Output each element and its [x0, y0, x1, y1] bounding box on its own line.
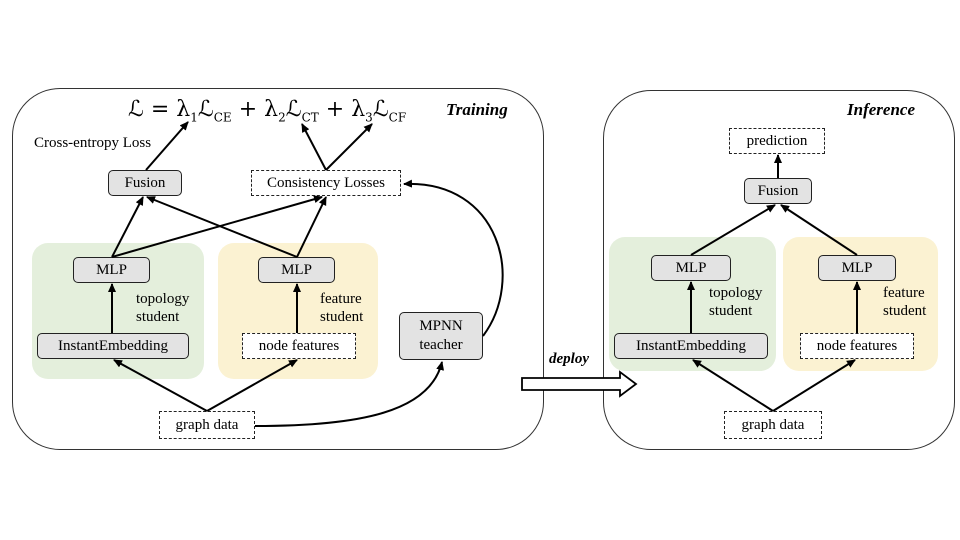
inference-topology-student-label: topology student [709, 285, 763, 319]
topo-mlp-to-fusion-arrow [111, 196, 144, 258]
consistency-to-ct-arrow [301, 123, 327, 171]
graph-to-nodefeat-arrow [206, 359, 298, 412]
graph-to-instant-arrow [113, 359, 208, 412]
training-feature-student-label: feature student [320, 291, 364, 325]
training-graph-data-box: graph data [159, 411, 255, 439]
training-loss-formula: ℒ = λ1ℒCE + λ2ℒCT + λ3ℒCF [128, 97, 407, 125]
inference-title: Inference [847, 100, 915, 119]
deploy-arrow [521, 370, 638, 398]
training-topology-mlp-box: MLP [73, 257, 150, 283]
inf-graph-to-instant-arrow [692, 359, 774, 412]
inference-instant-embedding-box: InstantEmbedding [614, 333, 768, 359]
inf-topo-mlp-to-fusion-arrow [690, 204, 776, 256]
training-topology-student-label: topology student [136, 291, 190, 325]
consistency-to-cf-arrow [325, 123, 373, 171]
inference-feature-student-label: feature student [883, 285, 927, 319]
topo-mlp-to-consistency-arrow [111, 195, 323, 258]
cross-entropy-loss-label: Cross-entropy Loss [34, 135, 152, 151]
mpnn-teacher-box: MPNN teacher [399, 312, 483, 360]
inference-fusion-box: Fusion [744, 178, 812, 204]
feat-mlp-to-consistency-arrow [296, 196, 327, 258]
inference-topology-mlp-box: MLP [651, 255, 731, 281]
training-fusion-box: Fusion [108, 170, 182, 196]
prediction-box: prediction [729, 128, 825, 154]
training-node-features-box: node features [242, 333, 356, 359]
inf-feat-mlp-to-fusion-arrow [780, 204, 858, 256]
training-title: Training [446, 100, 508, 119]
graph-to-teacher-arrow [254, 361, 445, 427]
feat-mlp-to-fusion-arrow [146, 196, 298, 258]
inference-feature-mlp-box: MLP [818, 255, 896, 281]
teacher-to-consistency-arrow [403, 179, 504, 337]
inference-node-features-box: node features [800, 333, 914, 359]
inference-graph-data-box: graph data [724, 411, 822, 439]
consistency-losses-box: Consistency Losses [251, 170, 401, 196]
deploy-label: deploy [549, 351, 589, 367]
fusion-to-ce-arrow [145, 121, 189, 171]
inf-graph-to-nodefeat-arrow [772, 359, 856, 412]
training-feature-mlp-box: MLP [258, 257, 335, 283]
training-instant-embedding-box: InstantEmbedding [37, 333, 189, 359]
